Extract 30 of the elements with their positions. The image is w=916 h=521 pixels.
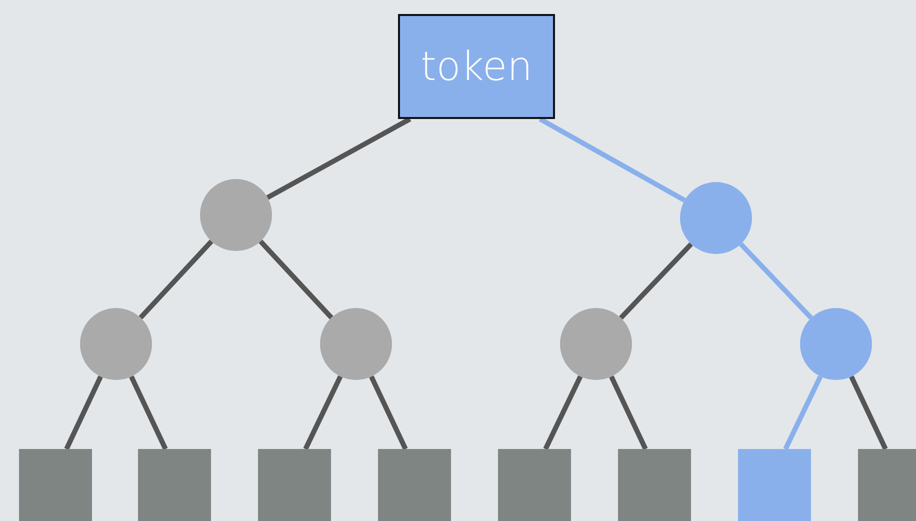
- connector-line: [138, 240, 214, 320]
- connector-line: [783, 375, 823, 450]
- square-node: [618, 449, 691, 521]
- square-node: [498, 449, 571, 521]
- square-node: [378, 449, 451, 521]
- circle-node: [800, 308, 872, 380]
- circle-node: [80, 308, 152, 380]
- connector-line: [538, 116, 686, 203]
- connector-line: [543, 375, 583, 450]
- circle-node: [680, 182, 752, 254]
- connector-line: [129, 376, 168, 450]
- square-node: [858, 449, 916, 521]
- square-node: [738, 449, 811, 521]
- circle-node: [320, 308, 392, 380]
- connector-line: [739, 242, 813, 320]
- connector-line: [266, 116, 412, 200]
- connector-line: [619, 242, 693, 320]
- connector-line: [303, 375, 343, 450]
- square-node: [19, 449, 92, 521]
- connector-line: [849, 376, 888, 450]
- square-node: [138, 449, 211, 521]
- connector-line: [609, 376, 648, 450]
- circle-node: [560, 308, 632, 380]
- square-node: [258, 449, 331, 521]
- connector-line: [258, 240, 334, 320]
- token-box: [398, 14, 555, 119]
- connector-line: [64, 376, 103, 450]
- node-label: token: [420, 44, 532, 90]
- connector-line: [369, 376, 408, 450]
- circle-node: [200, 179, 272, 251]
